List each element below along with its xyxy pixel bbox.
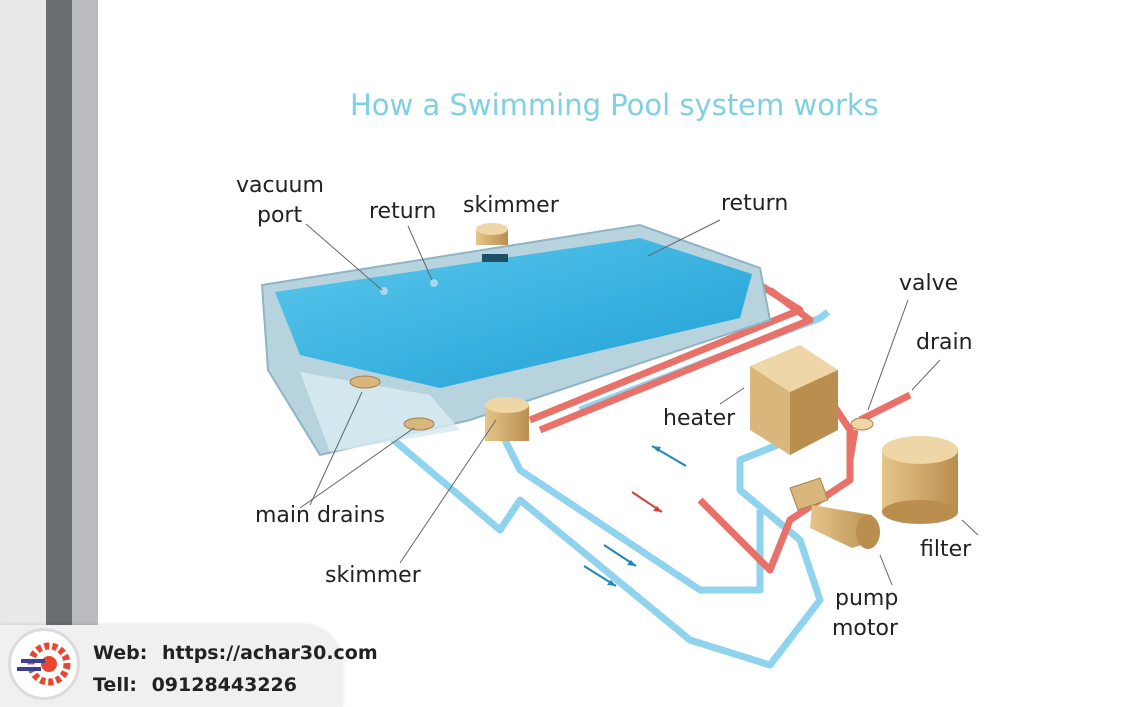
main-drain-1 xyxy=(349,375,381,389)
label-vacuum: vacuum xyxy=(236,173,324,198)
tel-line: Tell: 09128443226 xyxy=(93,674,297,696)
valve-to-drain xyxy=(858,391,912,424)
heater-unit xyxy=(750,345,838,455)
valve-unit xyxy=(850,417,874,431)
left-side-bar xyxy=(0,0,98,707)
label-return-left: return xyxy=(369,199,437,224)
supply-line-2 xyxy=(528,282,804,424)
pump-motor-unit xyxy=(789,477,880,549)
label-pump: pump xyxy=(835,586,899,611)
gear-logo-icon xyxy=(17,642,71,686)
skimmer-bottom-unit xyxy=(485,397,529,441)
label-skimmer-bottom: skimmer xyxy=(325,563,421,588)
side-bar-mid-stripe xyxy=(72,0,98,707)
tel-number: 09128443226 xyxy=(151,674,298,696)
label-main-drains: main drains xyxy=(255,503,385,528)
label-return-right: return xyxy=(721,191,789,216)
label-filter: filter xyxy=(920,537,972,562)
label-skimmer-top: skimmer xyxy=(463,193,559,218)
return-dot xyxy=(430,279,438,287)
label-motor: motor xyxy=(832,616,899,641)
label-valve: valve xyxy=(899,271,959,296)
skimmer-opening xyxy=(482,254,508,262)
pool-water xyxy=(275,238,752,388)
achar30-logo xyxy=(8,628,80,700)
web-line: Web: https://achar30.com xyxy=(93,642,378,664)
side-bar-dark-stripe xyxy=(46,0,72,707)
web-link[interactable]: https://achar30.com xyxy=(162,642,378,664)
label-heater: heater xyxy=(663,406,736,431)
leader-lines xyxy=(299,219,979,586)
skimmer-top-unit xyxy=(476,223,508,245)
web-label: Web: xyxy=(93,642,148,664)
main-drain-pipe xyxy=(356,388,824,669)
filter-unit xyxy=(882,436,958,524)
valve-to-pump xyxy=(846,429,859,461)
pool xyxy=(260,223,772,457)
diagram-title: How a Swimming Pool system works xyxy=(350,88,879,122)
tel-label: Tell: xyxy=(93,674,137,696)
main-drain-2 xyxy=(403,417,435,431)
flow-arrows xyxy=(583,445,687,587)
label-port: port xyxy=(257,203,303,228)
pool-shallow-end xyxy=(300,372,460,452)
vacuum-port-dot xyxy=(380,287,388,295)
label-drain: drain xyxy=(916,330,973,355)
